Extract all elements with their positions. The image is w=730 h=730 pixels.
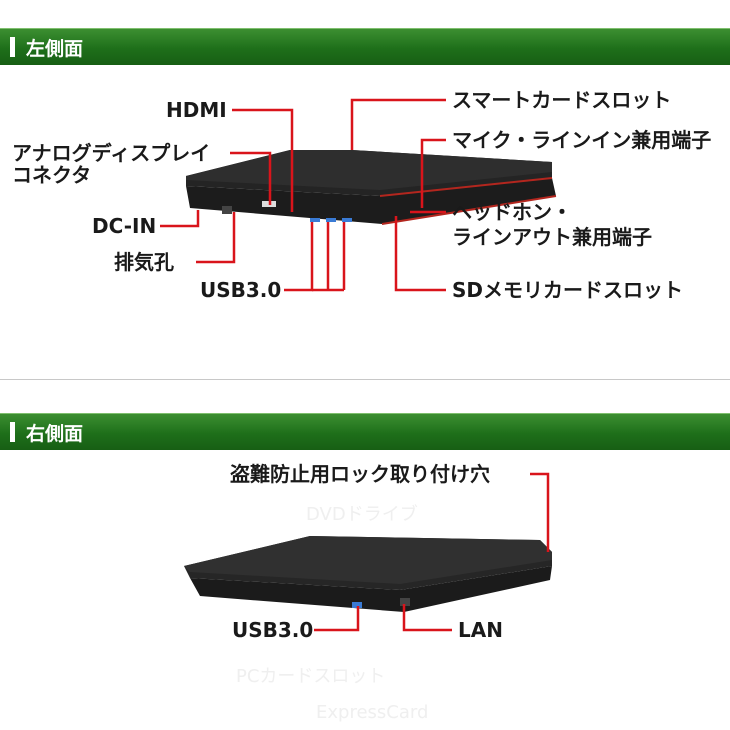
exhaust-vent-label: 排気孔 [114,250,174,274]
headphone-label-line2: ラインアウト兼用端子 [452,225,652,249]
left-side-header: 左側面 [0,28,730,65]
header-marker [10,422,15,442]
faint-dvd-label: DVDドライブ [306,504,418,525]
left-side-title: 左側面 [26,38,84,60]
hdmi-label: HDMI [166,98,227,122]
analog-display-label-line1: アナログディスプレイ [12,141,211,165]
faint-pccard-label: PCカードスロット [236,666,386,687]
usb-label-left: USB3.0 [200,278,282,302]
section-divider [0,379,730,380]
left-side-laptop-image [186,150,557,225]
usb-label-right: USB3.0 [232,618,314,642]
right-side-title: 右側面 [26,423,84,445]
dcin-label: DC-IN [92,214,157,238]
faint-expresscard-label: ExpressCard [316,702,429,723]
left-side-leader-lines [160,98,446,292]
mic-linein-label: マイク・ラインイン兼用端子 [452,128,712,152]
headphone-label-line1: ヘッドホン・ [452,200,572,224]
security-lock-label: 盗難防止用ロック取り付け穴 [230,462,490,486]
analog-display-label-line2: コネクタ [12,163,92,187]
right-side-header: 右側面 [0,413,730,450]
smartcard-slot-label: スマートカードスロット [452,88,672,112]
sd-slot-label: SDメモリカードスロット [452,278,684,302]
header-marker [10,37,15,57]
lan-label: LAN [458,618,503,642]
